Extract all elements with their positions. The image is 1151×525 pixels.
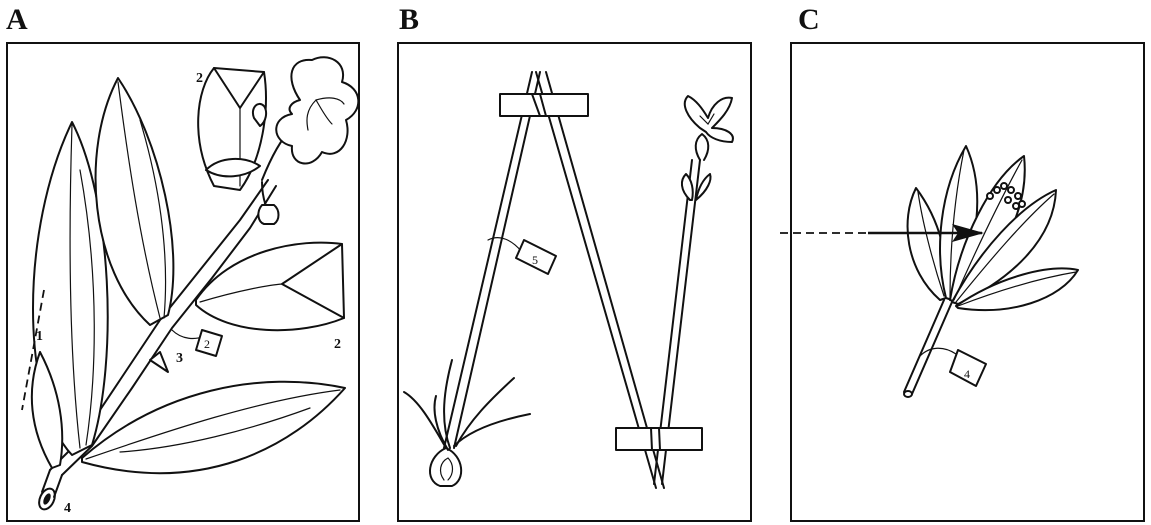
panel-b-plant-drawing: 5	[404, 72, 733, 488]
flower	[685, 96, 733, 142]
label-2-right: 2	[334, 337, 341, 352]
leaf-middle-right	[196, 243, 344, 331]
panel-c-plant-drawing: 4	[780, 146, 1078, 397]
label-4: 4	[64, 501, 71, 516]
tag-b-number: 5	[532, 253, 538, 267]
panel-a-plant-drawing: 2 1 2 2 3 4	[22, 57, 358, 516]
label-2-upper: 2	[196, 71, 203, 86]
label-1: 1	[36, 329, 43, 344]
bract	[150, 352, 168, 372]
tag-c-number: 4	[964, 367, 970, 381]
tag-a-number: 2	[204, 337, 210, 351]
label-3: 3	[176, 351, 183, 366]
bulb	[430, 448, 461, 486]
flower	[276, 57, 358, 163]
